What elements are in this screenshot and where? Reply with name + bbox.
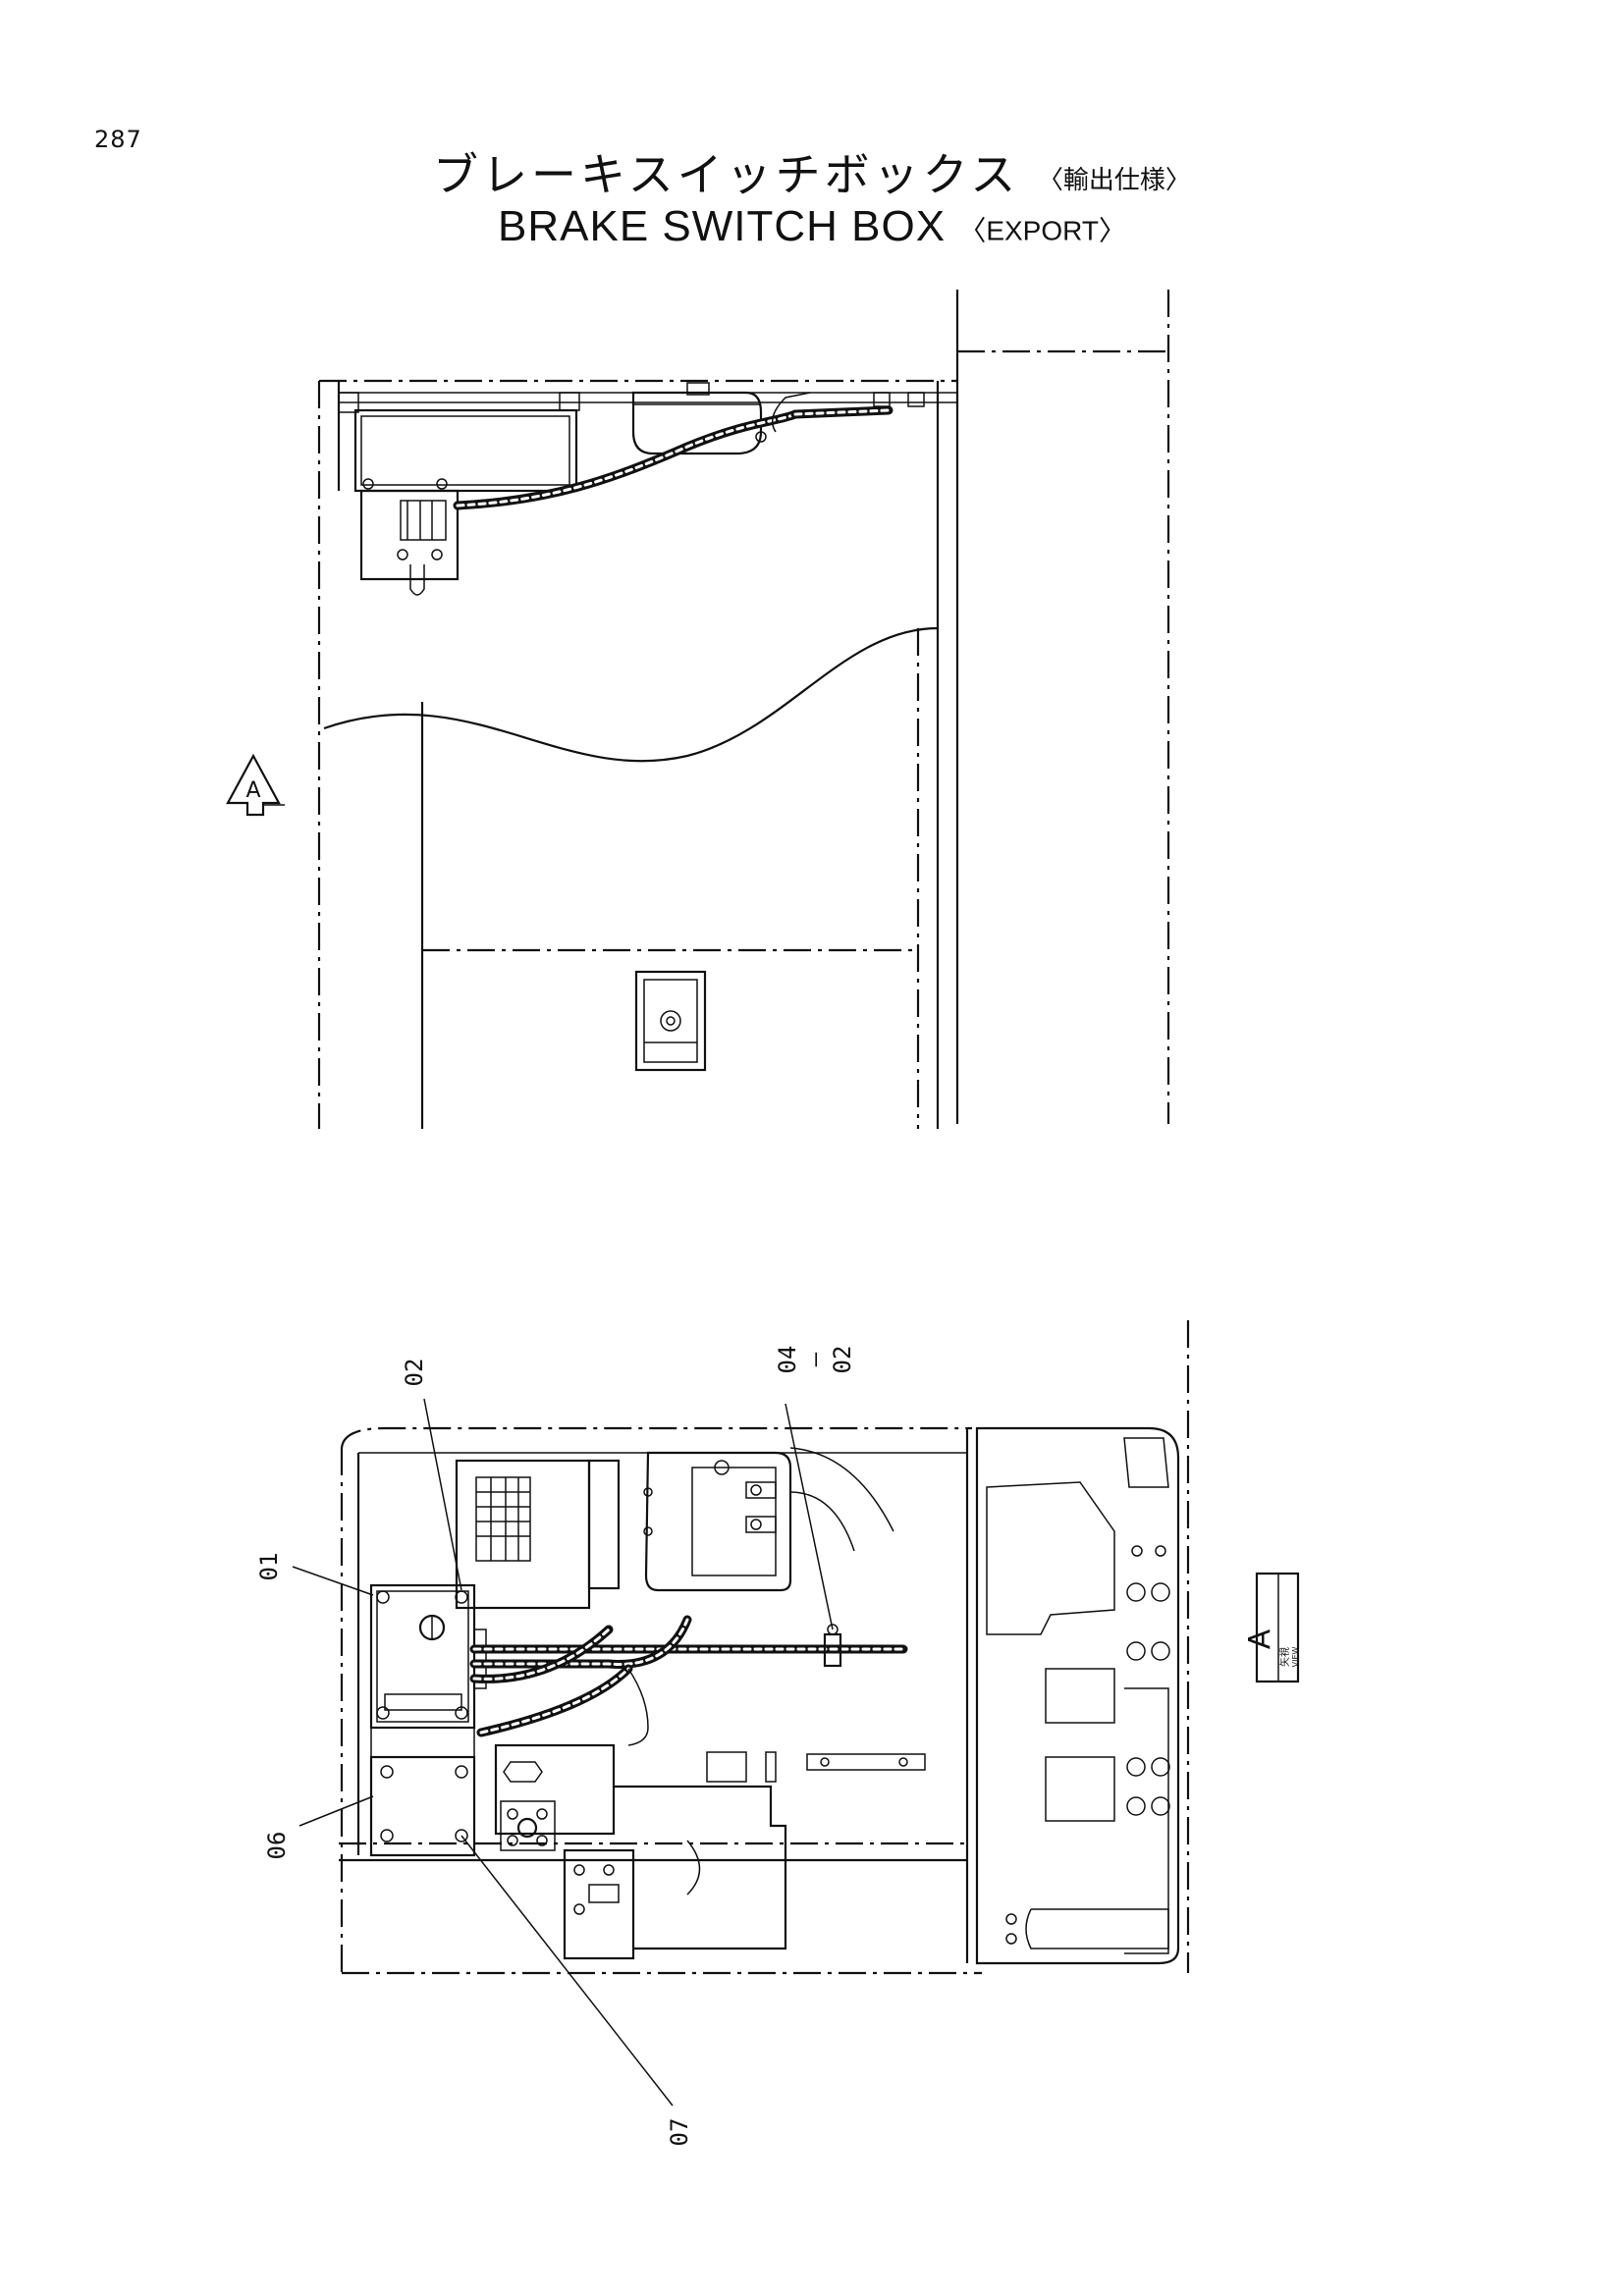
view-badge-letter: A [1243,1629,1277,1649]
title-english: BRAKE SWITCH BOX 〈EXPORT〉 [0,202,1624,251]
callout-04-range-end: 02 [829,1346,856,1374]
view-badge-sub-en: VIEW [1291,1647,1300,1668]
control-unit-box [643,1447,894,1592]
title-japanese-qualifier: 〈輸出仕様〉 [1037,166,1191,195]
callout-02: 02 [401,1359,428,1387]
callout-06: 06 [263,1832,291,1860]
bottom-view [339,1320,1190,1975]
mounting-bracket [369,1728,476,1857]
reservoir-tank-top [631,382,763,455]
callout-leaders [292,1398,834,2107]
view-a-badge: A 矢視 VIEW [1243,1572,1300,1683]
top-view [317,290,1170,1129]
fuse-relay-block [455,1459,621,1610]
view-badge-sub-jp: 矢視 [1278,1647,1291,1667]
view-arrow-letter: A [245,778,260,803]
view-arrow-marker: A [226,753,285,817]
callout-07: 07 [666,2118,693,2147]
title-japanese-text: ブレーキスイッチボックス [433,148,1020,201]
floor-plate-top [634,970,707,1072]
callout-labels: 01 02 04 — 02 06 07 [255,1346,856,2147]
valve-assembly [494,1743,926,1960]
callout-01: 01 [255,1553,283,1581]
page-number: 287 [94,126,142,153]
callout-04-range-dash: — [801,1352,829,1366]
brake-switch-box-top [338,392,580,596]
brake-switch-box [369,1583,487,1730]
title-english-qualifier: 〈EXPORT〉 [958,215,1126,246]
right-cover-panel [975,1426,1180,1965]
title-japanese: ブレーキスイッチボックス 〈輸出仕様〉 [0,139,1624,204]
callout-04: 04 [774,1346,801,1374]
title-english-text: BRAKE SWITCH BOX [498,202,947,250]
wire-harness-top [453,392,925,510]
wire-harness [469,1615,908,1746]
